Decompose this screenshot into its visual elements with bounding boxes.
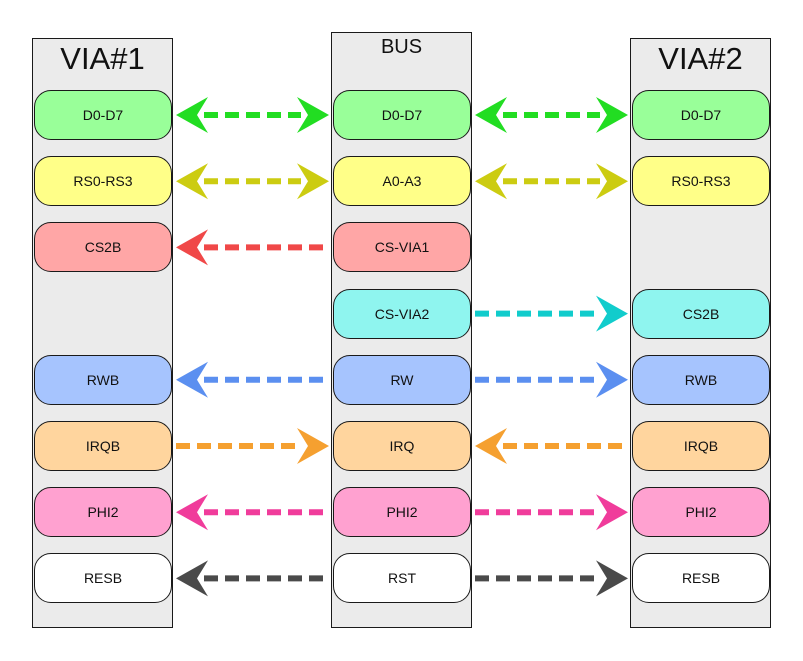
via2-pin-irq: IRQB — [632, 421, 770, 471]
arrow-via1-phi-left-arrowhead — [176, 494, 208, 531]
bus-pin-cs1: CS-VIA1 — [333, 222, 471, 273]
bus-pin-phi: PHI2 — [333, 487, 471, 538]
via1-pin-cs1: CS2B — [34, 222, 172, 273]
bus-pin-rw: RW — [333, 354, 471, 405]
arrow-via1-d-right-arrowhead — [297, 97, 329, 133]
arrow-via1-rst-left-arrowhead — [176, 560, 208, 597]
arrow-via1-rs-right-arrowhead — [297, 163, 329, 200]
arrow-via1-rw-left-arrowhead — [176, 361, 208, 398]
arrow-via2-rw-right-arrowhead — [596, 361, 628, 398]
bus-pin-rs: A0-A3 — [333, 156, 471, 207]
arrow-via1-irq-right-arrowhead — [297, 428, 329, 464]
via2-pin-d: D0-D7 — [632, 90, 770, 140]
via1-pin-rw: RWB — [34, 354, 172, 405]
arrow-via2-phi-right-arrowhead — [596, 494, 628, 531]
bus-pin-irq: IRQ — [333, 421, 471, 471]
via1-pin-d: D0-D7 — [34, 90, 172, 140]
via1-title: VIA#1 — [60, 41, 145, 76]
via2-pin-rs: RS0-RS3 — [632, 156, 770, 207]
arrow-via1-cs1-left-arrowhead — [176, 229, 208, 266]
bus-pin-d: D0-D7 — [333, 90, 471, 140]
bus-title: BUS — [380, 36, 423, 58]
arrow-via2-rs-left-arrowhead — [475, 163, 507, 200]
arrow-via2-irq-left-arrowhead — [475, 428, 507, 464]
arrow-via2-d-right-arrowhead — [596, 97, 628, 133]
via2-pin-phi: PHI2 — [632, 487, 770, 538]
via2-pin-rw: RWB — [632, 354, 770, 405]
via2-pin-rst: RESB — [632, 553, 770, 604]
arrow-via2-d-left-arrowhead — [475, 97, 507, 133]
via2-title: VIA#2 — [658, 41, 743, 76]
arrow-via2-rs-right-arrowhead — [596, 163, 628, 200]
via1-pin-rst: RESB — [34, 553, 172, 604]
via2-pin-cs2: CS2B — [632, 288, 770, 339]
via1-pin-phi: PHI2 — [34, 487, 172, 538]
arrow-via1-rs-left-arrowhead — [176, 163, 208, 200]
via1-pin-irq: IRQB — [34, 421, 172, 471]
arrow-via2-rst-right-arrowhead — [596, 560, 628, 597]
bus-pin-rst: RST — [333, 553, 471, 604]
arrow-via2-cs2-right-arrowhead — [596, 295, 628, 332]
arrow-via1-d-left-arrowhead — [176, 97, 208, 133]
bus-pin-cs2: CS-VIA2 — [333, 288, 471, 339]
via1-pin-rs: RS0-RS3 — [34, 156, 172, 207]
